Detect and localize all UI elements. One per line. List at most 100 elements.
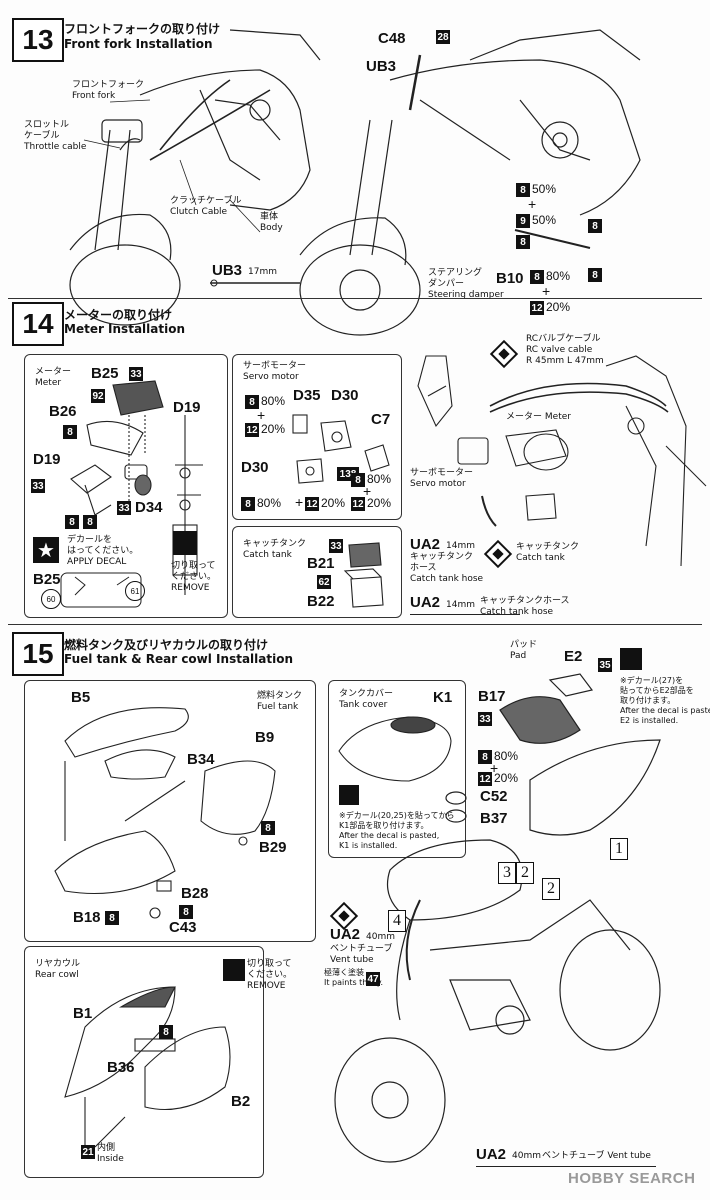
paint-chip-8: 8 (159, 1025, 173, 1039)
vent-tube-bottom-label: ベントチューブ Vent tube (542, 1151, 651, 1161)
paint-chip-33: 33 (31, 479, 45, 493)
paint-ratio-80: 80% (261, 394, 286, 408)
decal-paint-icon (620, 648, 642, 670)
meter-drawing (60, 380, 203, 608)
part-b21: B21 (307, 555, 335, 572)
vent-tube-line (476, 1166, 656, 1167)
callout-box-3: 3 (498, 862, 516, 884)
part-b18: B18 (73, 909, 101, 926)
paint-chip-8: 8 (516, 183, 530, 197)
paint-chip-12: 12 (305, 497, 319, 511)
paint-chip-33: 33 (117, 501, 131, 515)
servo-drawing (292, 414, 390, 484)
paint-chip-8: 8 (65, 515, 79, 529)
paint-chip-28: 28 (436, 30, 450, 44)
ua2-vent-length: 40mm (366, 932, 395, 942)
callout-box-1: 1 (610, 838, 628, 860)
tank-cover-note: ※デカール(20,25)を貼ってから K1部品を取り付けます。 After th… (339, 811, 455, 850)
step-separator (8, 624, 702, 625)
paint-chip-21: 21 (81, 1145, 95, 1159)
paint-chip-8: 8 (241, 497, 255, 511)
step-14-number: 14 (12, 302, 64, 346)
part-d19-upper: D19 (173, 399, 201, 416)
paint-ratio-20: 20% (546, 300, 571, 314)
paint-ratio-80: 80% (494, 749, 519, 763)
part-b9: B9 (255, 729, 275, 746)
step-separator (8, 298, 702, 299)
part-ua2-bottom: UA2 (476, 1146, 507, 1163)
paint-chip-8: 8 (63, 425, 77, 439)
paint-chip-12: 12 (530, 301, 544, 315)
callout-box-4: 4 (388, 910, 406, 932)
paint-chip-33: 33 (478, 712, 492, 726)
paint-chip-47: 47 (366, 972, 380, 986)
paint-chip-8: 8 (179, 905, 193, 919)
part-d30-lower: D30 (241, 459, 269, 476)
fuel-tank-drawing (54, 707, 276, 919)
part-e2: E2 (564, 648, 583, 665)
decal-paint-icon (339, 785, 359, 805)
part-d30: D30 (331, 387, 359, 404)
decal-number-61: 61 (125, 581, 145, 601)
part-b1: B1 (73, 1005, 93, 1022)
part-b36: B36 (107, 1059, 135, 1076)
decal-number-60: 60 (41, 589, 61, 609)
paint-chip-92: 92 (91, 389, 105, 403)
part-b10: B10 (496, 270, 524, 287)
paint-thinly-note: 極薄く塗装 It paints thinly. (324, 968, 384, 987)
remove-text: 切り取ってください。REMOVE (171, 561, 217, 593)
paint-chip-12: 12 (478, 772, 492, 786)
part-c48: C48 (378, 30, 406, 47)
paint-chip-8: 8 (530, 270, 544, 284)
hose-line (410, 614, 520, 615)
ua2-bottom-length: 40mm (512, 1151, 541, 1161)
step-15-title-en: Fuel tank & Rear cowl Installation (64, 652, 294, 666)
step-15-number: 15 (12, 632, 64, 676)
plus-sign: + (363, 483, 372, 499)
part-d34: D34 (135, 499, 163, 516)
paint-chip-62: 62 (317, 575, 331, 589)
paint-ratio-80c: 80% (257, 496, 282, 510)
paint-chip-33: 33 (129, 367, 143, 381)
step-13-illustration (69, 29, 641, 336)
paint-ratio-50a: 50% (532, 182, 557, 196)
paint-chip-9: 9 (516, 214, 530, 228)
paint-ratio-20: 20% (261, 422, 286, 436)
step-14-title-jp: メーターの取り付け (64, 308, 173, 322)
part-b34: B34 (187, 751, 215, 768)
paint-chip-35: 35 (598, 658, 612, 672)
callout-box-2: 2 (516, 862, 534, 884)
rear-cowl-drawing (64, 986, 231, 1148)
plus-sign: + (295, 494, 304, 510)
paint-chip-12: 12 (351, 497, 365, 511)
part-b17: B17 (478, 688, 506, 705)
paint-ratio-80: 80% (546, 269, 571, 283)
part-d35: D35 (293, 387, 321, 404)
paint-chip-8: 8 (588, 219, 602, 233)
watermark: HOBBY SEARCH (568, 1170, 696, 1187)
ua2-length: 14mm (446, 541, 475, 551)
catch-tank-drawing (343, 542, 384, 608)
part-b28: B28 (181, 885, 209, 902)
step-13-title-en: Front fork Installation (64, 37, 213, 51)
decal-star-icon: ★ (33, 537, 59, 563)
step-15-title-jp: 燃料タンク及びリヤカウルの取り付け (64, 638, 269, 652)
plus-sign: + (528, 196, 537, 212)
part-b37: B37 (480, 810, 508, 827)
part-ua2: UA2 (410, 536, 441, 553)
